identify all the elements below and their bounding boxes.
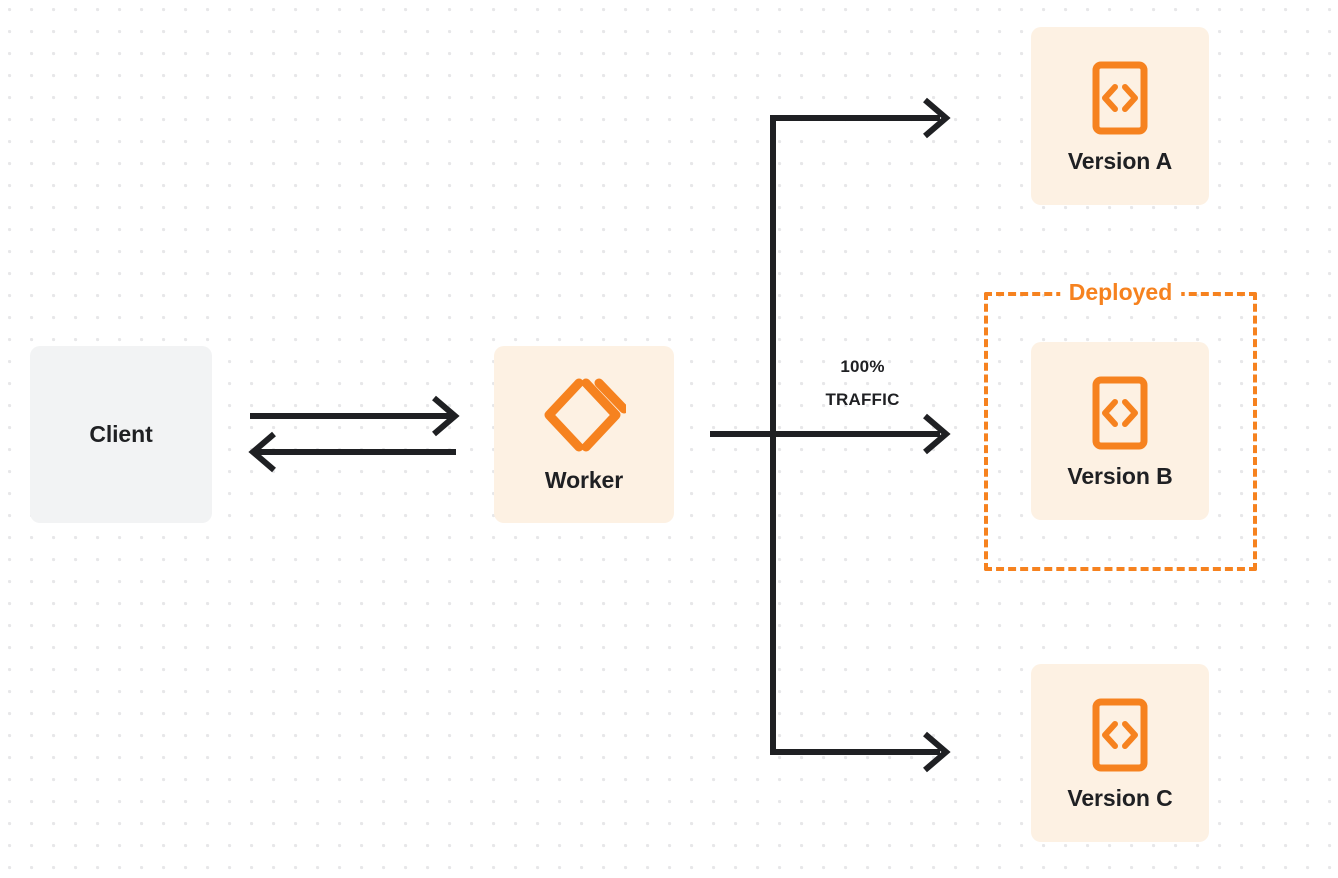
node-worker-label: Worker — [544, 467, 624, 493]
group-deployed: Deployed — [984, 281, 1257, 571]
code-file-icon — [1091, 375, 1149, 451]
node-worker[interactable]: Worker — [494, 346, 674, 523]
code-file-icon — [1091, 60, 1149, 136]
node-client[interactable]: Client — [30, 346, 212, 523]
code-file-icon — [1091, 697, 1149, 773]
traffic-word: TRAFFIC — [825, 390, 900, 410]
node-version-c[interactable]: Version C — [1031, 664, 1209, 842]
cloudflare-workers-logo-icon — [542, 377, 626, 453]
node-version-c-label: Version C — [1067, 784, 1173, 811]
group-deployed-label: Deployed — [1059, 281, 1182, 304]
node-version-a-label: Version A — [1067, 147, 1173, 174]
traffic-percent: 100% — [840, 357, 885, 376]
node-client-label: Client — [89, 421, 153, 447]
node-version-b-label: Version B — [1067, 462, 1173, 489]
node-version-b[interactable]: Version B — [1031, 342, 1209, 520]
node-version-a[interactable]: Version A — [1031, 27, 1209, 205]
traffic-label: 100% TRAFFIC — [790, 350, 935, 416]
